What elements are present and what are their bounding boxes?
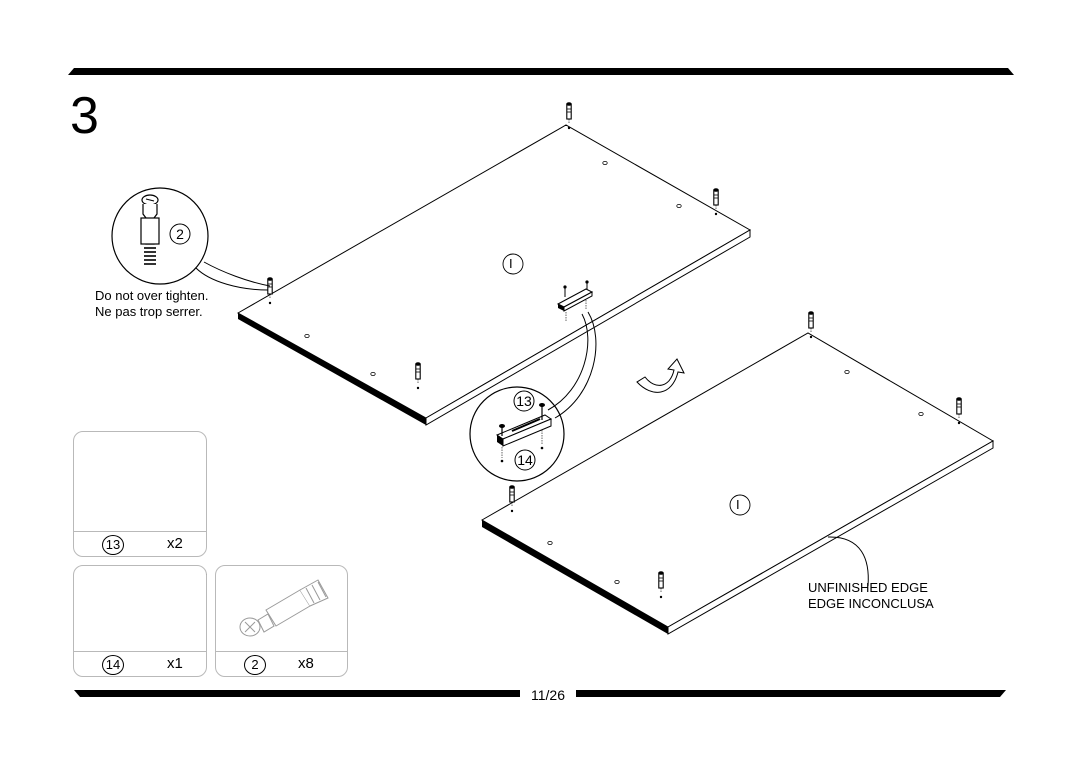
tighten-note: Do not over tighten. Ne pas trop serrer. xyxy=(95,288,208,320)
step-number: 3 xyxy=(70,87,99,145)
callout-connector: 14 xyxy=(517,452,533,468)
part-number: 14 xyxy=(102,655,124,675)
unfinished-edge-note: UNFINISHED EDGE EDGE INCONCLUSA xyxy=(808,580,934,612)
page-number: 11/26 xyxy=(520,687,576,703)
tighten-note-en: Do not over tighten. xyxy=(95,288,209,303)
part-card-cam-bolt: 2 x8 xyxy=(215,565,348,677)
callout-screw: 13 xyxy=(516,393,532,409)
panel-upper xyxy=(236,101,752,426)
edge-note-en: UNFINISHED EDGE xyxy=(808,580,928,595)
panel-upper-label: I xyxy=(509,256,513,271)
callout-cam-bolt: 2 xyxy=(176,226,184,242)
cam-bolt-detail xyxy=(111,187,271,291)
flip-arrow-icon xyxy=(636,358,685,393)
panel-lower-label: I xyxy=(736,497,740,512)
part-card-screw: 13 x2 xyxy=(73,431,207,557)
part-quantity: x2 xyxy=(167,535,183,552)
tighten-note-fr: Ne pas trop serrer. xyxy=(95,304,203,319)
part-quantity: x1 xyxy=(167,655,183,672)
part-number: 2 xyxy=(244,655,266,675)
panel-lower-label-circle xyxy=(729,494,751,516)
connector-detail xyxy=(469,311,597,482)
panel-lower xyxy=(480,310,994,635)
edge-note-es: EDGE INCONCLUSA xyxy=(808,596,934,611)
top-rule xyxy=(68,68,1014,75)
part-number: 13 xyxy=(102,535,124,555)
cam-bolt-icon xyxy=(239,579,329,637)
part-card-connector: 14 x1 xyxy=(73,565,207,677)
panel-upper-label-circle xyxy=(502,253,524,275)
part-quantity: x8 xyxy=(298,655,314,672)
